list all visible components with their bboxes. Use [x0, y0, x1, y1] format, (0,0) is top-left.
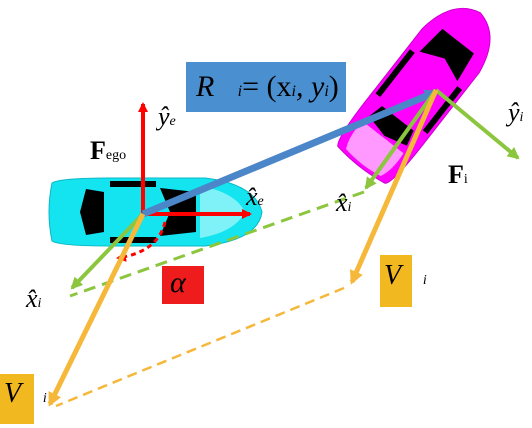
velocity-left-label-bg	[0, 374, 34, 424]
velocity-vector-ego-origin	[47, 212, 146, 407]
velocity-right-label: V⃗i	[384, 260, 427, 291]
projected-x-axis-dashed	[69, 190, 365, 298]
relative-position-arrow	[141, 88, 439, 218]
other-y-axis	[434, 88, 520, 160]
angle-arc	[116, 221, 167, 262]
velocity-vector-other	[349, 88, 439, 285]
velocity-left-label: V⃗i	[4, 378, 47, 409]
other-x-axis-label-left: x̂i	[26, 284, 42, 313]
ego-frame-label: Fego	[90, 136, 127, 165]
other-x-axis-label-top: x̂i	[336, 188, 352, 217]
other-x-axis	[364, 88, 438, 190]
velocity-right-label-bg	[380, 255, 412, 307]
relative-position-label-bg	[186, 62, 346, 112]
ego-x-axis-label: x̂e	[246, 182, 264, 211]
relative-position-label: R⃗i= (xi, yi)	[196, 70, 339, 103]
other-frame-label: Fi	[448, 160, 468, 189]
angle-label: α	[170, 266, 186, 299]
velocity-translation-dashed	[55, 286, 345, 408]
ego-translated-other-x-axis	[70, 212, 145, 290]
angle-label-bg	[162, 266, 204, 304]
other-y-axis-label: ŷi	[508, 98, 524, 127]
ego-y-axis-label: ŷe	[158, 102, 176, 131]
other-car	[337, 7, 491, 184]
